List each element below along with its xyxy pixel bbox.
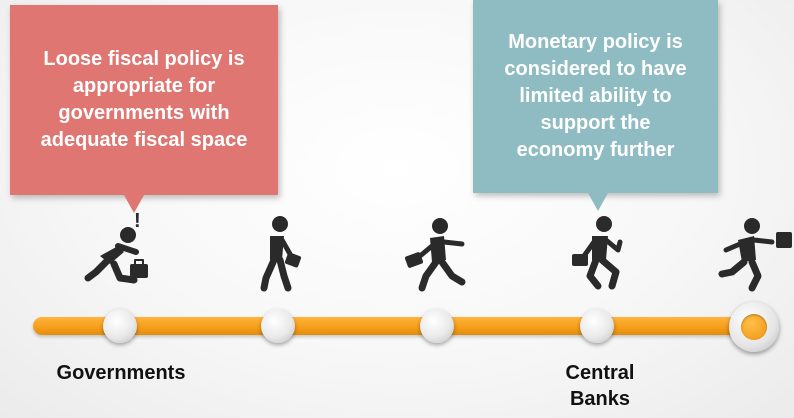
timeline-end-node-core: [741, 314, 767, 340]
callout-line: governments with: [58, 102, 230, 124]
label-line: Banks: [569, 388, 631, 410]
callout-line: appropriate for: [72, 75, 216, 97]
timeline-node: [580, 309, 614, 343]
callout-monetary-policy-text: Monetary policy is considered to have li…: [504, 29, 686, 164]
exclamation-mark: !: [134, 210, 141, 232]
callout-fiscal-policy-tail: [124, 195, 144, 213]
callout-monetary-policy-tail: [588, 193, 608, 211]
crouching-businessman-icon: [84, 227, 148, 284]
jogging-businessman-icon: [572, 216, 623, 290]
callout-fiscal-policy-text: Loose fiscal policy is appropriate for g…: [41, 46, 248, 154]
timeline-node: [103, 309, 137, 343]
label-line: Governments: [56, 362, 186, 384]
callout-line: economy further: [516, 139, 675, 161]
timeline-node: [261, 309, 295, 343]
callout-line: Monetary policy is: [508, 31, 683, 53]
walking-businessman-icon: [260, 216, 302, 292]
callout-fiscal-policy: Loose fiscal policy is appropriate for g…: [10, 5, 278, 195]
label-line: Central: [565, 362, 635, 384]
timeline-end-node: [729, 302, 779, 352]
callout-line: adequate fiscal space: [40, 129, 248, 151]
callout-line: Loose fiscal policy is: [43, 48, 245, 70]
callout-monetary-policy: Monetary policy is considered to have li…: [473, 0, 718, 193]
callout-line: limited ability to: [519, 85, 672, 107]
timeline-track: [33, 317, 761, 335]
callout-line: support the: [540, 112, 651, 134]
label-central-banks: Central Banks: [545, 360, 655, 412]
running-businessman-icon: [718, 218, 792, 292]
timeline-node: [420, 309, 454, 343]
callout-line: considered to have: [504, 58, 687, 80]
striding-businessman-icon: [404, 218, 466, 292]
label-governments: Governments: [36, 360, 206, 386]
